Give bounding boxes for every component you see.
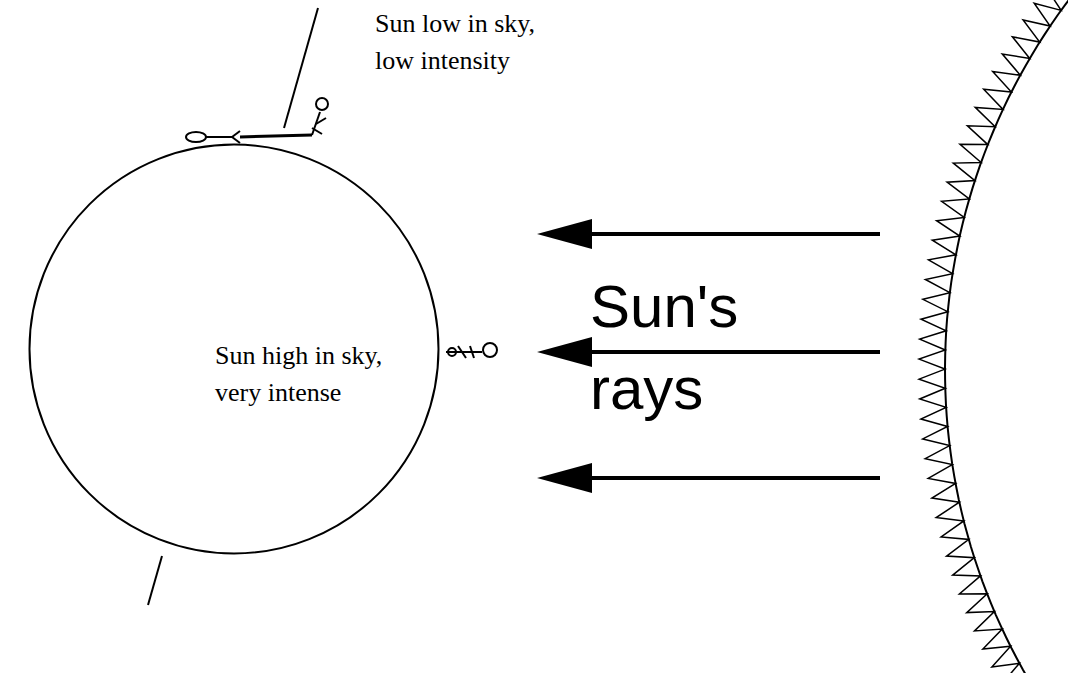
earth-axis <box>284 8 318 128</box>
sun-body <box>945 0 1068 673</box>
sun-spikes <box>919 0 1068 673</box>
earth-circle: Sun high in sky, very intense <box>28 143 440 555</box>
person-figure <box>186 98 328 143</box>
person-figure <box>446 343 497 358</box>
ray-arrow <box>537 219 880 249</box>
earth-axis <box>148 556 162 605</box>
ray-arrow <box>537 337 880 367</box>
rays-label: Sun's rays <box>590 266 770 430</box>
callout-text: Sun low in sky, low intensity <box>375 5 565 79</box>
ray-arrow <box>537 463 880 493</box>
node-text: Sun high in sky, very intense <box>215 337 405 411</box>
